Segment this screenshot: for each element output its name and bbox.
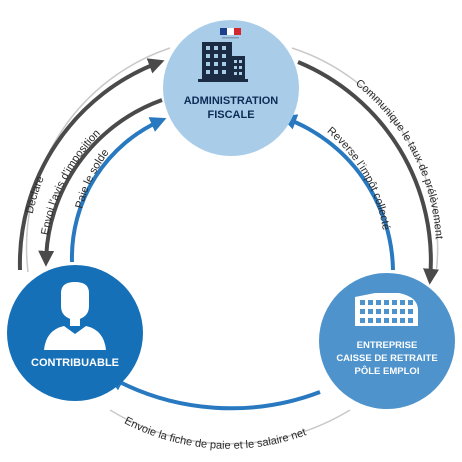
- label-communique: Communique le taux de prélèvement: [353, 77, 445, 239]
- arrow-envoie-fiche: [107, 375, 321, 411]
- node-administration-fiscale: ADMINISTRATION FISCALE: [163, 20, 299, 156]
- label-reverse: Reverse l’impôt collecté: [325, 125, 392, 231]
- node-entreprise: ENTREPRISE CAISSE DE RETRAITE PÔLE EMPLO…: [319, 273, 455, 409]
- background-arc-bottom: [109, 409, 351, 445]
- building-icon: [198, 42, 248, 82]
- label-declare: Déclare: [24, 175, 47, 215]
- arrow-envoi-avis: [38, 98, 163, 267]
- entreprise-label-line3: PÔLE EMPLOI: [355, 365, 420, 377]
- arrow-reverse: [280, 114, 395, 271]
- person-icon: [44, 282, 106, 350]
- label-envoie-fiche: Envoie la fiche de paie et le salaire ne…: [122, 415, 307, 452]
- administration-label-line1: ADMINISTRATION: [184, 95, 279, 107]
- entreprise-label-line2: CAISSE DE RETRAITE: [336, 353, 437, 364]
- background-arc-left: [25, 47, 171, 273]
- arrow-declare: [17, 58, 165, 271]
- node-contribuable: CONTRIBUABLE: [7, 265, 143, 401]
- entreprise-label-line1: ENTREPRISE: [357, 340, 418, 351]
- background-arc-right: [291, 47, 439, 275]
- arrow-paie-solde: [69, 117, 167, 263]
- office-building-icon: [355, 293, 418, 326]
- arrow-communique: [297, 60, 439, 285]
- administration-label-line2: FISCALE: [207, 109, 254, 121]
- contribuable-label: CONTRIBUABLE: [31, 357, 119, 369]
- flag-icon: [220, 28, 241, 39]
